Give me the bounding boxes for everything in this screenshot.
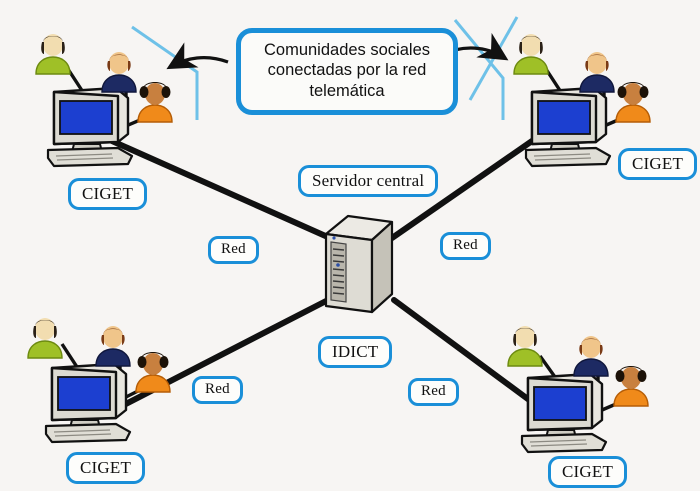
node-label-ciget-bottom-left: CIGET [66,452,146,484]
node-ciget-top-right [492,22,672,172]
callout-line-3: telemática [309,81,385,100]
leader-line-right-a [468,16,519,101]
person-green-icon [22,314,68,360]
node-ciget-bottom-right [488,312,668,462]
link-label-top-right: Red [440,232,491,260]
link-label-bottom-left: Red [192,376,243,404]
person-green-icon [502,322,548,368]
leader-line-left [131,25,199,120]
server-title-label: Servidor central [298,165,439,197]
workstation-icon [518,86,614,170]
callout-line-2: conectadas por la red [267,61,427,80]
person-orange-icon [610,78,656,124]
callout-box: Comunidades sociales conectadas por la r… [236,28,458,115]
link-line-top-right [389,138,535,241]
person-navy-icon [96,48,142,94]
workstation-icon [40,86,136,170]
person-orange-icon [608,362,654,408]
callout-arrow-left [166,42,229,70]
link-line-bottom-right [391,297,543,411]
leader-line-right-b [453,19,505,120]
callout-line-1: Comunidades sociales [263,41,430,59]
node-ciget-bottom-left [10,300,190,450]
link-label-bottom-right: Red [408,378,459,406]
workstation-icon [38,362,134,446]
person-orange-icon [130,348,176,394]
link-label-top-left: Red [208,236,259,264]
node-ciget-top-left [14,22,194,172]
person-navy-icon [568,332,614,378]
person-orange-icon [132,78,178,124]
person-navy-icon [90,322,136,368]
central-server-icon [322,212,396,320]
server-name-label: IDICT [318,336,393,368]
workstation-icon [514,372,610,456]
node-label-ciget-bottom-right: CIGET [548,456,628,488]
person-green-icon [508,30,554,76]
person-navy-icon [574,48,620,94]
node-label-ciget-top-left: CIGET [68,178,148,210]
node-label-ciget-top-right: CIGET [618,148,698,180]
person-green-icon [30,30,76,76]
link-line-top-left [109,138,333,241]
